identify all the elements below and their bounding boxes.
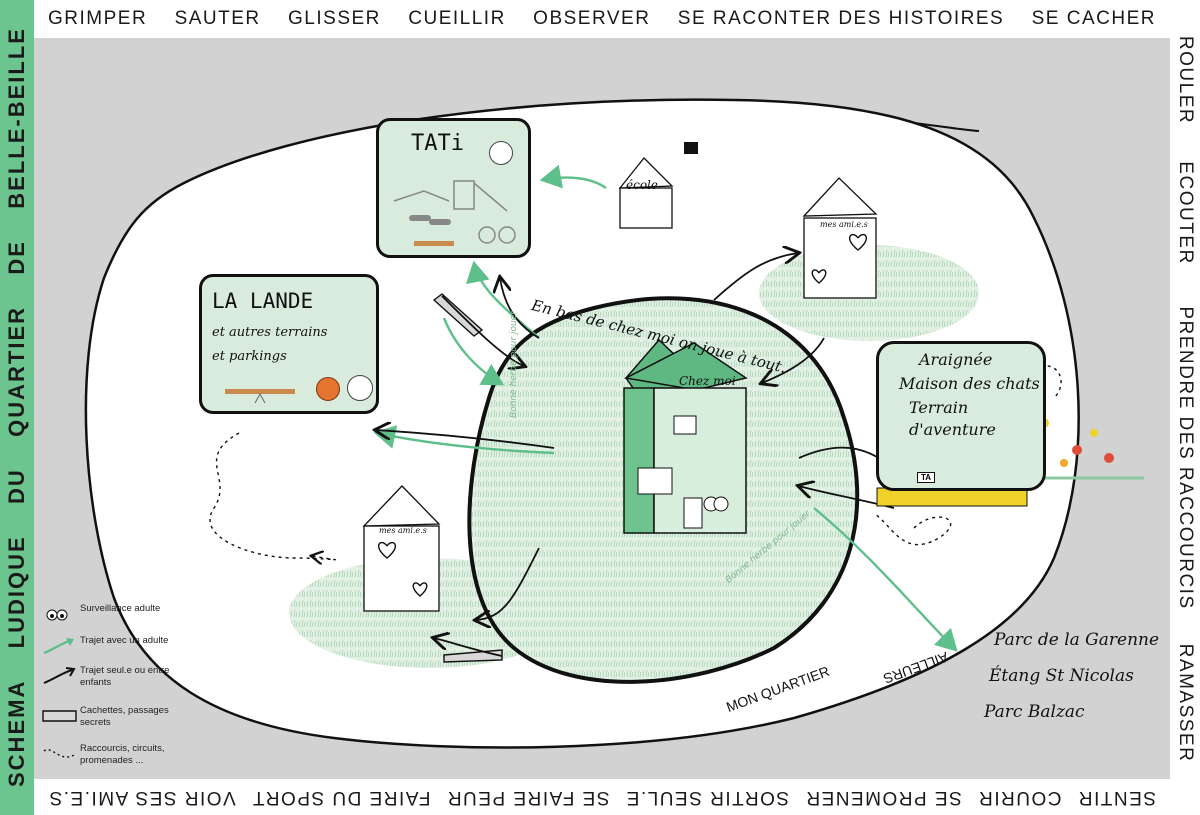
black-arrow-icon [43, 667, 76, 684]
friends-house-left [362, 485, 441, 612]
legend-label: Trajet avec un adulte [80, 635, 169, 646]
legend-item: Surveillance adulte [40, 603, 190, 625]
legend-label: Raccourcis, circuits, promenades ... [80, 743, 165, 766]
child-route-arrow [376, 430, 555, 449]
legend-label: Surveillance adulte [80, 603, 161, 614]
basketball-icon [316, 377, 340, 401]
eyes-icon [46, 609, 68, 621]
soccer-ball-icon [347, 375, 373, 401]
place-araignee: Araignée [919, 350, 993, 369]
bottom-verbs: SENTIR COURIR SE PROMENER SORTIR SEUL.E … [34, 779, 1170, 815]
place-lande-sub1: et autres terrains [212, 325, 328, 340]
place-etang: Étang St Nicolas [989, 666, 1134, 686]
adult-route-arrow [442, 317, 505, 386]
adult-route-arrow [373, 425, 555, 455]
adult-route-arrow [539, 164, 607, 189]
legend-item: Cachettes, passages secrets [40, 705, 190, 729]
shortcut-dotted-path [209, 432, 336, 560]
child-route-arrow [441, 295, 524, 366]
ta-sign: TA [917, 472, 936, 483]
boundary-scribble [913, 122, 980, 132]
home-house [623, 338, 748, 534]
verb-label: GLISSER [288, 8, 381, 29]
child-route-arrow [476, 547, 540, 620]
legend-label: Cachettes, passages secrets [80, 705, 169, 728]
title-word: BELLE-BEILLE [4, 27, 29, 209]
child-route-arrow [434, 638, 503, 657]
child-route-arrow [713, 253, 798, 301]
place-ecole: école [626, 178, 658, 192]
neighborhood-map: TATi LA LANDE et autres terrains et park… [34, 38, 1170, 779]
dotted-path-icon [43, 749, 75, 758]
grass-caption: Bonne herbe pour jouer [509, 311, 519, 418]
verb-label: RAMASSER [1175, 643, 1196, 763]
verb-label: SAUTER [174, 8, 261, 29]
title-word: DU [4, 468, 29, 504]
title-word: QUARTIER [4, 305, 29, 437]
card-araignee: Araignée Maison des chats Terrain d'aven… [876, 341, 1046, 491]
verb-label: CUEILLIR [408, 8, 506, 29]
title-word: LUDIQUE [4, 535, 29, 649]
adult-route-arrow [466, 260, 540, 339]
place-terrain: Terrain [909, 398, 969, 417]
map-drawing [84, 98, 1144, 749]
child-route-arrow [500, 278, 540, 339]
title-word: DE [4, 240, 29, 275]
adult-route-arrow [813, 507, 958, 652]
place-parc-garenne: Parc de la Garenne [994, 630, 1160, 650]
card-lande: LA LANDE et autres terrains et parkings [199, 274, 379, 414]
friends-house-right [802, 177, 878, 299]
hideout-icon [432, 293, 484, 337]
legend-item: Raccourcis, circuits, promenades ... [40, 743, 190, 767]
title-band [0, 0, 34, 815]
place-tati: TATi [411, 131, 464, 156]
legend-item: Trajet avec un adulte [40, 635, 190, 657]
place-mes-amies-right: mes ami.e.s [820, 220, 868, 229]
verb-label: SE FAIRE PEUR [446, 787, 610, 808]
verb-label: VOIR SES AMI.E.S [48, 787, 236, 808]
verb-label: SORTIR SEUL.E [625, 787, 790, 808]
verb-label: ECOUTER [1175, 161, 1196, 265]
verb-label: FAIRE DU SPORT [251, 787, 431, 808]
school-building [618, 142, 698, 229]
verb-label: GRIMPER [48, 8, 148, 29]
verb-label: SENTIR [1077, 787, 1156, 808]
title-word: SCHEMA [4, 679, 29, 787]
top-verbs: GRIMPER SAUTER GLISSER CUEILLIR OBSERVER… [34, 0, 1170, 38]
green-arrow-icon [43, 638, 74, 655]
shortcut-dotted-path [1033, 365, 1062, 399]
verb-label: SE PROMENER [804, 787, 962, 808]
shortcut-dotted-path [873, 512, 952, 546]
place-mes-amies-left: mes ami.e.s [379, 526, 427, 535]
see-saw-icon [225, 389, 295, 404]
child-route-arrow [762, 337, 825, 383]
verb-label: ROULER [1175, 35, 1196, 125]
verb-label: OBSERVER [533, 8, 651, 29]
verb-label: COURIR [977, 787, 1062, 808]
legend-label: Trajet seul.e ou entre enfants [80, 665, 170, 688]
place-lande-sub2: et parkings [212, 349, 287, 364]
place-lande: LA LANDE [212, 289, 314, 313]
soccer-ball-icon [489, 141, 513, 165]
legend-item: Trajet seul.e ou entre enfants [40, 665, 190, 689]
place-chez-moi: Chez moi [679, 374, 736, 388]
place-maison-chats: Maison des chats [899, 374, 1040, 393]
vertical-title: SCHEMA LUDIQUE DU QUARTIER DE BELLE-BEIL… [4, 27, 30, 787]
right-verbs: ROULER ECOUTER PRENDRE DES RACCOURCIS RA… [1170, 35, 1200, 779]
verb-label: SE RACONTER DES HISTOIRES [677, 8, 1005, 29]
verb-label: SE CACHER [1031, 8, 1156, 29]
card-tati: TATi [376, 118, 531, 258]
hideout-icon [42, 710, 77, 722]
place-parc-balzac: Parc Balzac [984, 702, 1085, 722]
playground-icon [393, 180, 516, 246]
place-terrain-aventure: d'aventure [909, 420, 996, 439]
verb-label: PRENDRE DES RACCOURCIS [1175, 306, 1196, 610]
